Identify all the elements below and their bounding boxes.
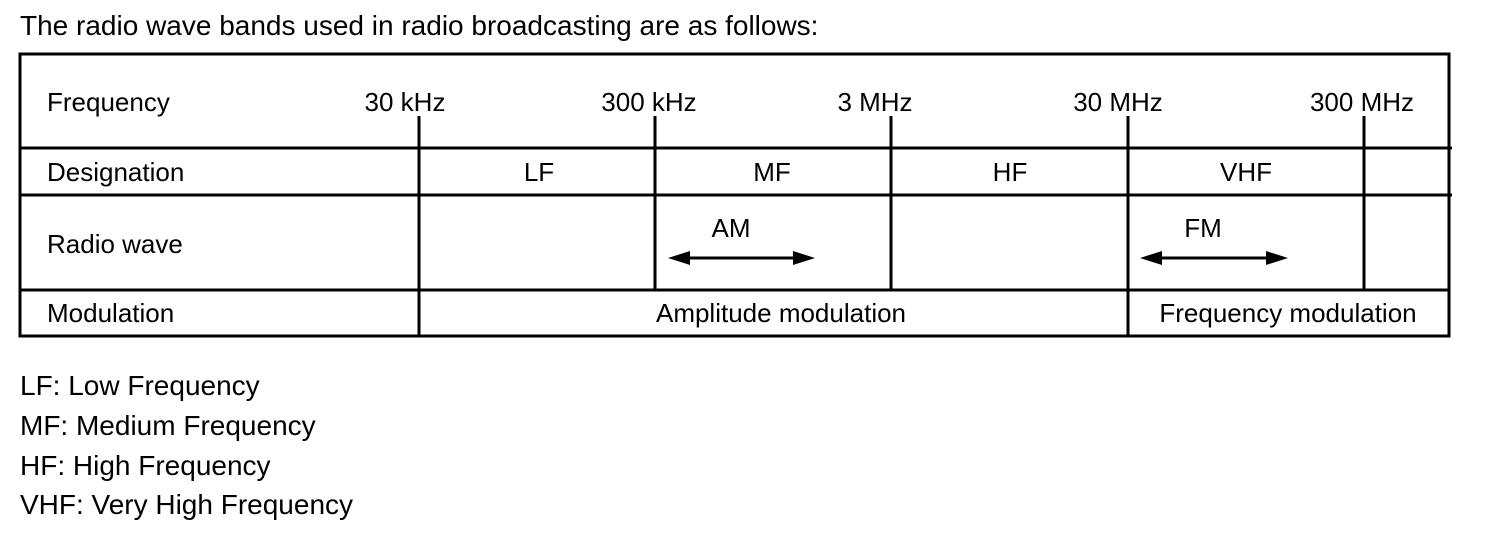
frequency-tick-label: 3 MHz [837, 87, 913, 117]
frequency-tick-label: 30 kHz [364, 87, 446, 117]
legend-item-vhf: VHF: Very High Frequency [20, 489, 354, 520]
frequency-tick-label: 300 MHz [1309, 87, 1415, 117]
fm-range-arrow [1140, 251, 1288, 265]
designation-cell-mf: MF [753, 157, 791, 187]
legend-item-mf: MF: Medium Frequency [20, 410, 316, 441]
radio-wave-fm-label: FM [1184, 213, 1222, 243]
legend-item-hf: HF: High Frequency [20, 450, 271, 481]
legend-item-lf: LF: Low Frequency [20, 370, 260, 401]
am-range-arrow [668, 251, 815, 265]
radio-wave-am-label: AM [711, 213, 751, 243]
row-label-radio-wave: Radio wave [47, 229, 183, 259]
modulation-cell-frequency: Frequency modulation [1159, 298, 1417, 328]
frequency-tick-label: 30 MHz [1073, 87, 1163, 117]
row-label-modulation: Modulation [47, 298, 175, 328]
intro-text: The radio wave bands used in radio broad… [20, 10, 819, 41]
designation-cell-vhf: VHF [1220, 157, 1272, 187]
designation-cell-lf: LF [523, 157, 555, 187]
row-label-frequency: Frequency [47, 87, 170, 117]
row-label-designation: Designation [47, 157, 185, 187]
designation-cell-hf: HF [992, 157, 1028, 187]
modulation-cell-amplitude: Amplitude modulation [655, 298, 907, 328]
frequency-tick-label: 300 kHz [601, 87, 697, 117]
